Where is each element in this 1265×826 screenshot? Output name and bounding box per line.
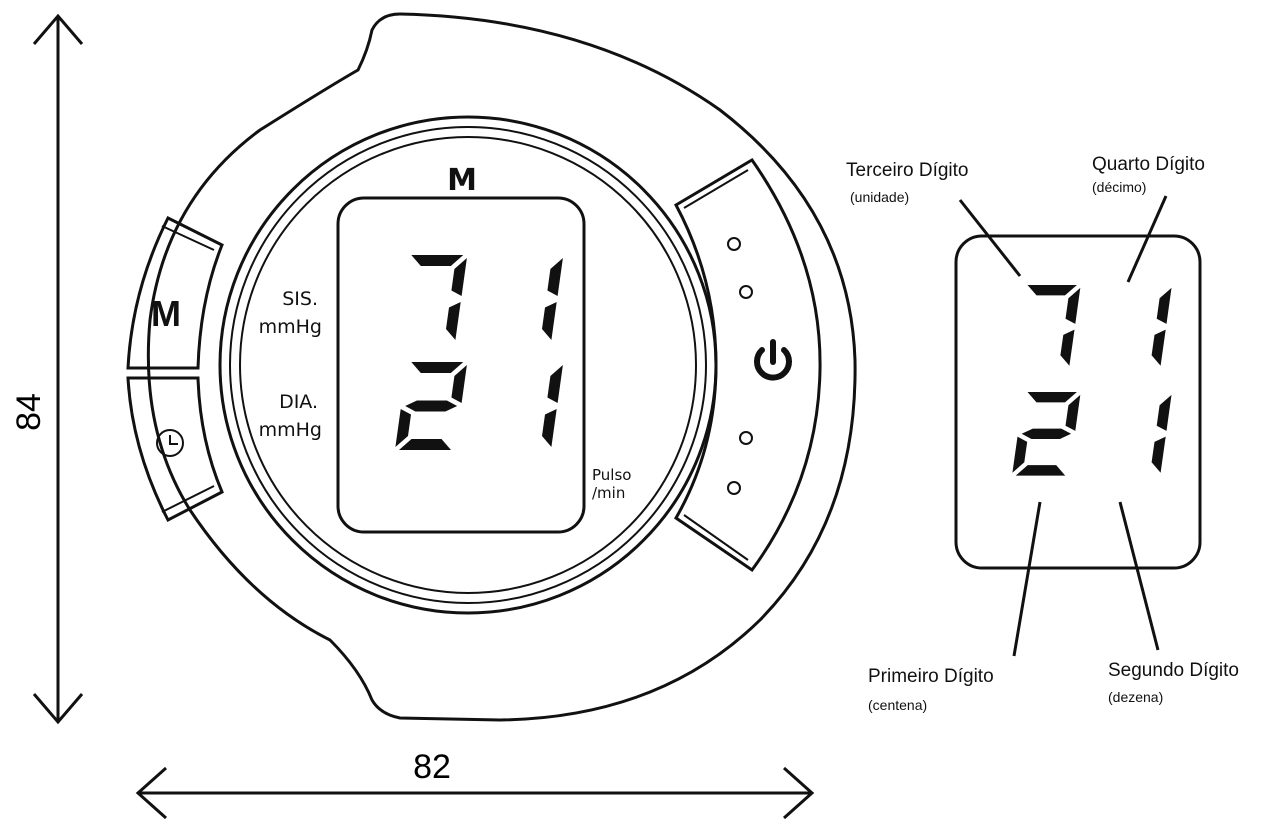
lcd-segment-a [1027,392,1077,403]
callout-leaders [958,195,1168,657]
width-dimension: 82 [135,748,815,820]
device-bottom-digits [395,362,563,450]
lcd-segment-c [542,302,557,340]
pulse-unit: /min [592,484,625,502]
indicator-dot-icon [727,237,741,251]
lcd-digit [395,362,467,450]
clock-icon [156,429,184,457]
width-label: 82 [413,748,451,786]
device-lcd-window [336,196,586,534]
height-dimension: 84 [10,13,84,725]
lcd-segment-d [399,439,451,450]
indicator-dots [727,237,753,495]
clock-button[interactable] [126,376,224,523]
memory-indicator-icon: M [447,163,477,198]
indicator-dot-icon [727,481,741,495]
lcd-digit [542,365,563,447]
lcd-segment-g [1021,428,1072,439]
lcd-segment-a [411,255,464,266]
lcd-digit [1027,285,1081,366]
lcd-segment-e [1012,436,1028,473]
diastolic-label: DIA. [279,391,318,413]
lcd-digit [411,255,467,340]
lcd-segment-b [1065,287,1081,324]
detail-lcd-window [954,234,1202,570]
memory-button-label: M [151,293,181,334]
lcd-segment-b [1065,394,1081,431]
lcd-segment-b [547,365,563,403]
lcd-segment-b [451,365,467,403]
detail-top-digits [1027,285,1172,366]
lcd-segment-b [1156,394,1172,431]
indicator-dot-icon [739,285,753,299]
callout-first-digit-note: (centena) [868,697,927,713]
lcd-segment-b [547,258,563,296]
device-body [126,12,857,722]
power-button[interactable] [674,158,822,573]
lcd-segment-c [1151,436,1166,473]
detail-bottom-digits [1012,392,1172,476]
lcd-segment-g [405,400,458,412]
lcd-segment-c [1151,329,1166,366]
lcd-segment-a [1027,285,1077,296]
height-label: 84 [10,393,48,431]
lcd-digit [1012,392,1081,476]
callout-third-digit-note: (unidade) [850,189,909,205]
callout-second-digit-note: (dezena) [1108,689,1163,705]
lcd-digit [1151,287,1172,366]
lcd-segment-e [395,409,411,447]
callout-first-digit: Primeiro Dígito [868,666,994,687]
systolic-label: SIS. [282,288,318,310]
indicator-dot-icon [739,431,753,445]
lcd-segment-b [451,258,467,296]
callout-third-digit: Terceiro Dígito [846,160,969,181]
lcd-digit [542,258,563,340]
callout-fourth-digit: Quarto Dígito [1092,154,1205,175]
lcd-segment-a [411,362,464,373]
lcd-segment-d [1015,465,1066,476]
lcd-segment-c [446,302,461,340]
callout-fourth-digit-note: (décimo) [1092,179,1146,195]
lcd-digit [1151,394,1172,473]
pulse-label: Pulso [592,466,631,484]
device-top-digits [411,255,563,340]
lcd-segment-b [1156,287,1172,324]
diastolic-unit: mmHg [259,419,322,441]
systolic-unit: mmHg [259,316,322,338]
callout-second-digit: Segundo Dígito [1108,660,1239,681]
lcd-segment-c [1060,329,1075,366]
lcd-segment-c [542,409,557,447]
memory-button[interactable] [126,215,224,370]
power-icon [754,339,792,381]
